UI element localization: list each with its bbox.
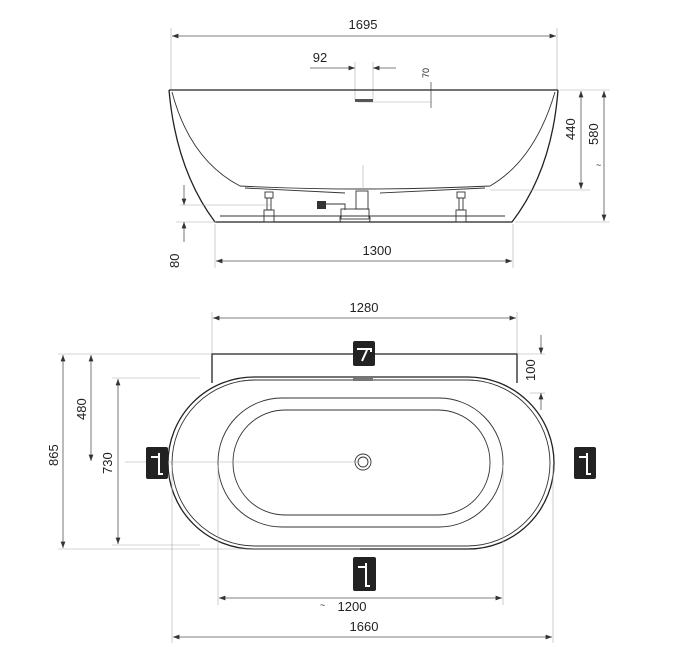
plan-view: 1280 86 [46,300,596,643]
faucet-position-bottom-icon [353,557,376,591]
tub-outer-rim [167,376,555,550]
dimension-label-tub-width: 730 [100,452,115,474]
tub-foot-right [455,191,467,223]
dimension-label-overall-length: 1695 [349,17,378,32]
dimension-label-plan-overall-length: 1660 [350,619,379,634]
dimension-label-overflow-width: 92 [313,50,327,65]
dimension-label-deck-width: 1280 [350,300,379,315]
dimension-label-foot-height: 80 [167,254,182,268]
faucet-position-left-icon [146,447,168,479]
faucet-position-right-icon [574,447,596,479]
dimension-label-total-height: 580 [586,123,601,145]
overflow-outlet [355,99,373,102]
drain-siphon [317,190,371,223]
tub-outer-shell [168,89,559,223]
overflow-outlet-plan [353,378,373,381]
approx-symbol-plan: ~ [320,600,325,610]
side-view: 1695 92 70 [167,17,610,268]
tub-inner-bowl [171,91,556,190]
dimension-label-deck-depth: 100 [523,359,538,381]
tub-inner-rim [217,397,504,528]
dimension-label-center-offset: 480 [74,398,89,420]
dimension-label-overflow-offset: 70 [421,68,431,78]
dimension-label-overall-width: 865 [46,444,61,466]
approx-symbol: ~ [596,160,601,170]
faucet-position-top-icon [353,341,375,366]
tub-basin [232,409,491,516]
dimension-label-base-length: 1300 [363,243,392,258]
tub-foot-left [263,191,275,223]
dimension-label-inner-depth: 440 [563,118,578,140]
dimension-label-inner-length: 1200 [338,599,367,614]
